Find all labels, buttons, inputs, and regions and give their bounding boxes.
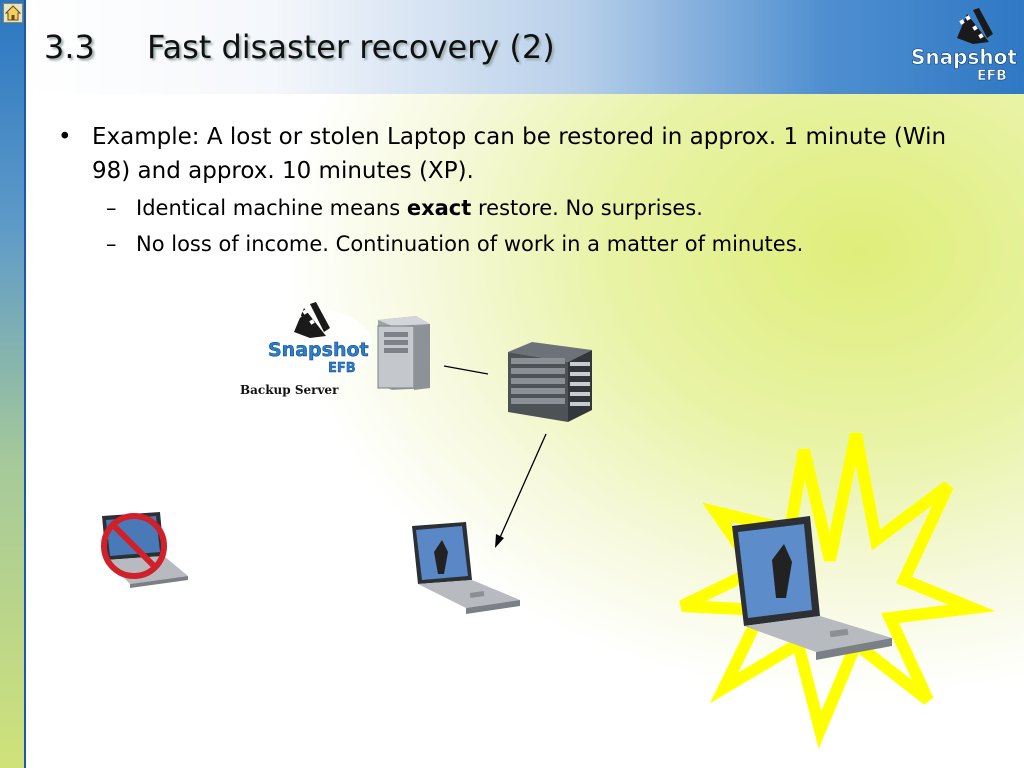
title-number: 3.3 [44,28,95,66]
small-logo-line1: Snapshot [268,339,369,361]
sub-bullet-1-text-a: Identical machine means [136,196,407,220]
home-button[interactable] [3,3,23,23]
burst-highlight [679,432,996,749]
left-bar [0,0,26,768]
bullet-mark: • [58,124,72,150]
page-title: Fast disaster recovery (2) [147,28,555,66]
logo-line2: EFB [977,68,1007,84]
sub-bullet-2-text: No loss of income. Continuation of work … [136,232,804,256]
backup-server-label: Backup Server [240,383,339,397]
sub-bullet-1-text-b: restore. No surprises. [471,196,703,220]
connection-line [443,365,489,375]
bullet-main-text: Example: A lost or stolen Laptop can be … [92,124,947,184]
sub-bullet-mark: – [106,232,117,256]
sub-bullet-1-bold: exact [406,196,472,220]
logo-line1: Snapshot [911,45,1017,69]
header-band [26,0,1024,94]
snapshot-efb-logo: Snapshot EFB [911,8,1018,84]
home-icon [4,5,22,21]
restore-arrow [495,433,547,548]
sub-bullet-mark: – [106,196,117,220]
laptop-icon [732,516,892,660]
restored-laptop [412,522,520,614]
server-tower-icon [377,316,430,390]
snapshot-efb-logo-small: Snapshot EFB [264,302,372,378]
small-logo-line2: EFB [328,361,356,376]
lost-laptop [101,512,188,588]
laptop-icon [412,522,520,614]
prohibited-icon [101,513,167,579]
burst-icon [679,432,996,749]
server-rack-icon [508,342,592,422]
